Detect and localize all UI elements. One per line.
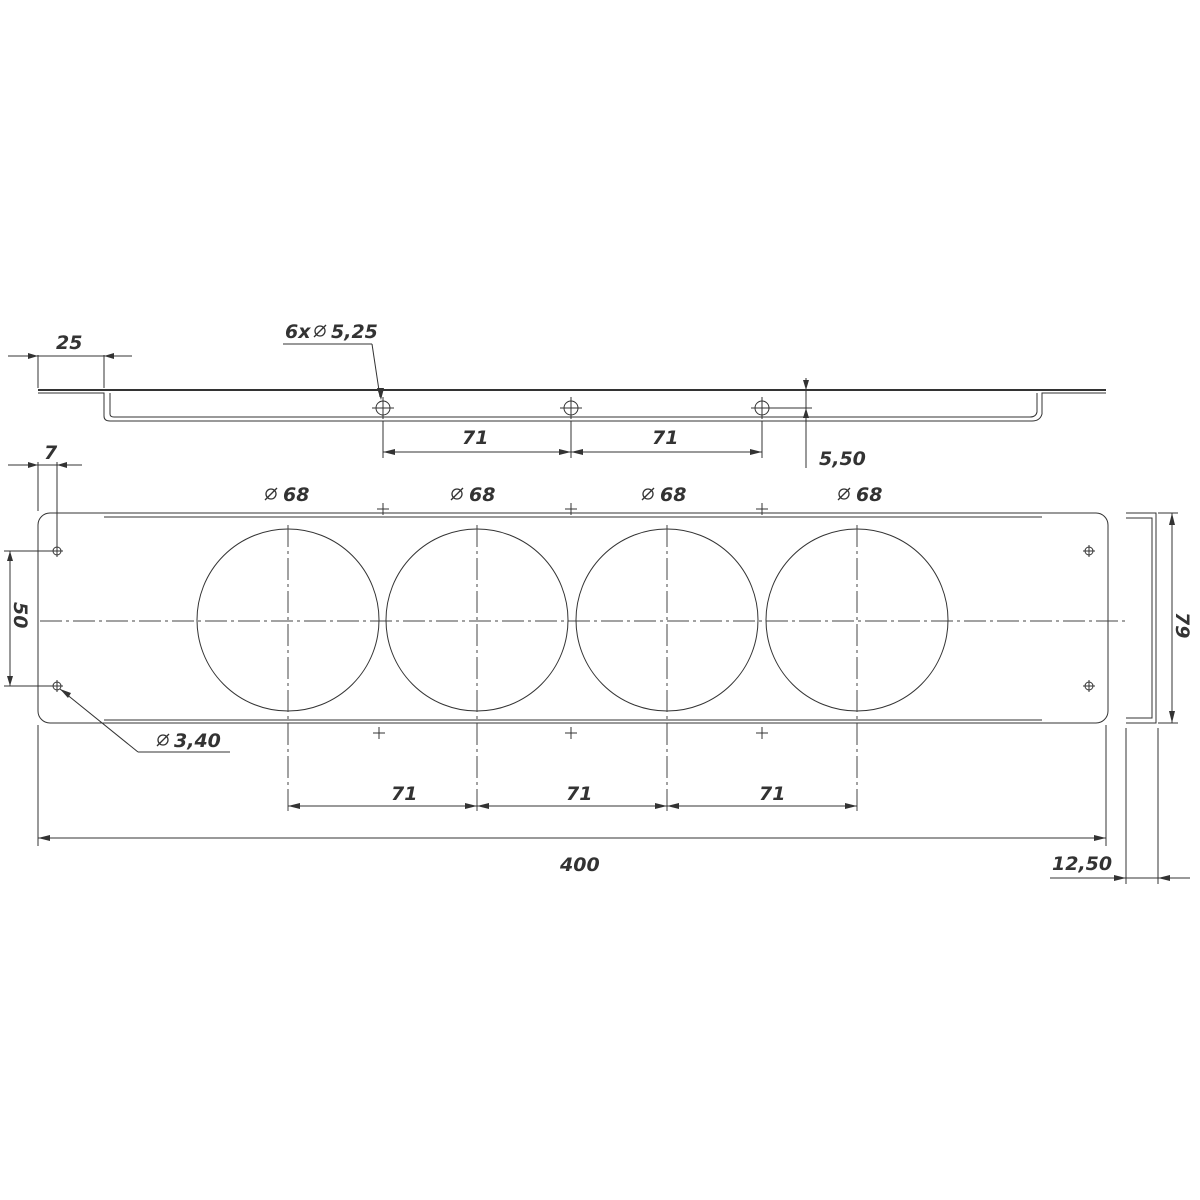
dim-overall-length: 400 [37,725,1107,876]
dim-flange-width: 25 [8,332,132,388]
dim-hole-offset: 5,50 [770,378,866,470]
dim-side-hole-spacing: 71 71 [382,421,763,458]
cutout-diameter-labels: 68 68 68 68 [264,484,882,506]
bend-depth-label: 12,50 [1052,853,1112,875]
dim-bend-depth: 12,50 [1050,728,1190,884]
mount-hole-bottom-right [1083,680,1095,692]
edge-offset-label: 7 [44,442,58,464]
panel-outline [37,512,1109,724]
dim-hole-callout: 6x 5,25 [283,321,384,400]
hole-callout-count: 6x [285,321,311,343]
side-spacing-left-label: 71 [462,427,488,449]
mount-hole-diameter-label: 3,40 [174,730,221,752]
dim-cutout-spacing: 71 71 71 [288,783,857,809]
cutout-1-diameter: 68 [283,484,309,506]
cutout-2 [385,525,569,812]
hole-callout-diameter: 5,25 [331,321,378,343]
mount-holes [51,545,1095,692]
cutout-1 [196,525,380,812]
side-hole-3 [751,397,773,419]
cutout-2-diameter: 68 [469,484,495,506]
end-profile [1126,512,1157,724]
cutout-spacing-3: 71 [759,783,785,805]
side-spacing-right-label: 71 [652,427,678,449]
dim-mount-hole-spacing: 50 [4,550,54,687]
side-view: 25 6x 5,25 71 71 [8,321,1106,470]
mount-hole-spacing-label: 50 [9,602,31,628]
side-profile-inner [109,393,1038,418]
overall-length-label: 400 [559,854,600,876]
dim-mount-hole-diameter: 3,40 [59,688,230,753]
bend-hole-marks [373,503,768,739]
cutout-3-diameter: 68 [660,484,686,506]
cutout-4 [765,525,949,812]
overall-height-label: 79 [1171,612,1193,638]
mount-hole-top-right [1083,545,1095,557]
front-view: 68 68 68 68 7 [4,442,1193,884]
flange-width-label: 25 [56,332,82,354]
cutout-spacing-2: 71 [566,783,592,805]
cutout-3 [575,525,759,812]
cutout-spacing-1: 71 [391,783,417,805]
dim-edge-offset: 7 [8,442,82,545]
side-hole-2 [560,397,582,419]
hole-offset-label: 5,50 [819,448,866,470]
dim-overall-height: 79 [1158,512,1193,724]
cutout-4-diameter: 68 [856,484,882,506]
side-hole-1 [372,397,394,419]
